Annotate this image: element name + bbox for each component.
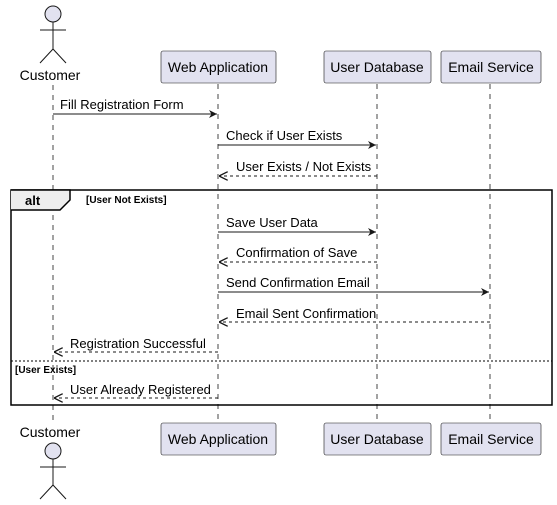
alt-fragment: alt [User Not Exists] [User Exists]: [10, 189, 553, 406]
message-label-9: User Already Registered: [70, 382, 211, 397]
participant-box: [440, 422, 542, 456]
message-label-3: User Exists / Not Exists: [236, 159, 372, 174]
actor-leg-right: [52, 484, 67, 500]
actor-customer-top: Customer: [20, 5, 81, 83]
fragment-frame: [10, 189, 553, 406]
participants-top: Customer Web Application User Database E…: [20, 5, 542, 84]
participants-bottom: Customer Web Application User Database E…: [20, 422, 542, 500]
participant-box: [160, 422, 277, 456]
participant-email-bottom: Email Service: [440, 422, 542, 456]
participant-email-top: Email Service: [440, 50, 542, 84]
actor-head-icon: [44, 442, 62, 460]
participant-box: [323, 50, 432, 84]
participant-box: [440, 50, 542, 84]
participant-label-customer-bottom: Customer: [20, 424, 81, 440]
participant-label-webapp: Web Application: [168, 59, 268, 75]
actor-leg-left: [39, 484, 54, 500]
participant-box: [323, 422, 432, 456]
actor-leg-right: [52, 48, 67, 64]
participant-webapp-top: Web Application: [160, 50, 277, 84]
message-label-4: Save User Data: [226, 215, 319, 230]
fragment-operator: alt: [25, 193, 41, 208]
messages: Fill Registration Form Check if User Exi…: [53, 97, 490, 398]
message-label-5: Confirmation of Save: [236, 245, 357, 260]
participant-userdb-top: User Database: [323, 50, 432, 84]
message-label-1: Fill Registration Form: [60, 97, 184, 112]
message-label-8: Registration Successful: [70, 336, 206, 351]
actor-head-icon: [44, 5, 62, 23]
participant-label-userdb-bottom: User Database: [330, 431, 424, 447]
participant-webapp-bottom: Web Application: [160, 422, 277, 456]
participant-label-email-bottom: Email Service: [448, 431, 534, 447]
lifelines: [52, 84, 491, 423]
participant-label-webapp-bottom: Web Application: [168, 431, 268, 447]
participant-userdb-bottom: User Database: [323, 422, 432, 456]
message-label-7: Email Sent Confirmation: [236, 306, 376, 321]
fragment-guard-1: [User Not Exists]: [86, 195, 167, 206]
participant-label-customer: Customer: [20, 67, 81, 83]
message-label-6: Send Confirmation Email: [226, 275, 370, 290]
message-label-2: Check if User Exists: [226, 128, 343, 143]
actor-customer-bottom: Customer: [20, 424, 81, 500]
fragment-operator-tab: [11, 189, 71, 211]
participant-label-email: Email Service: [448, 59, 534, 75]
fragment-guard-2: [User Exists]: [15, 365, 76, 376]
participant-label-userdb: User Database: [330, 59, 424, 75]
participant-box: [160, 50, 277, 84]
actor-leg-left: [39, 48, 54, 64]
